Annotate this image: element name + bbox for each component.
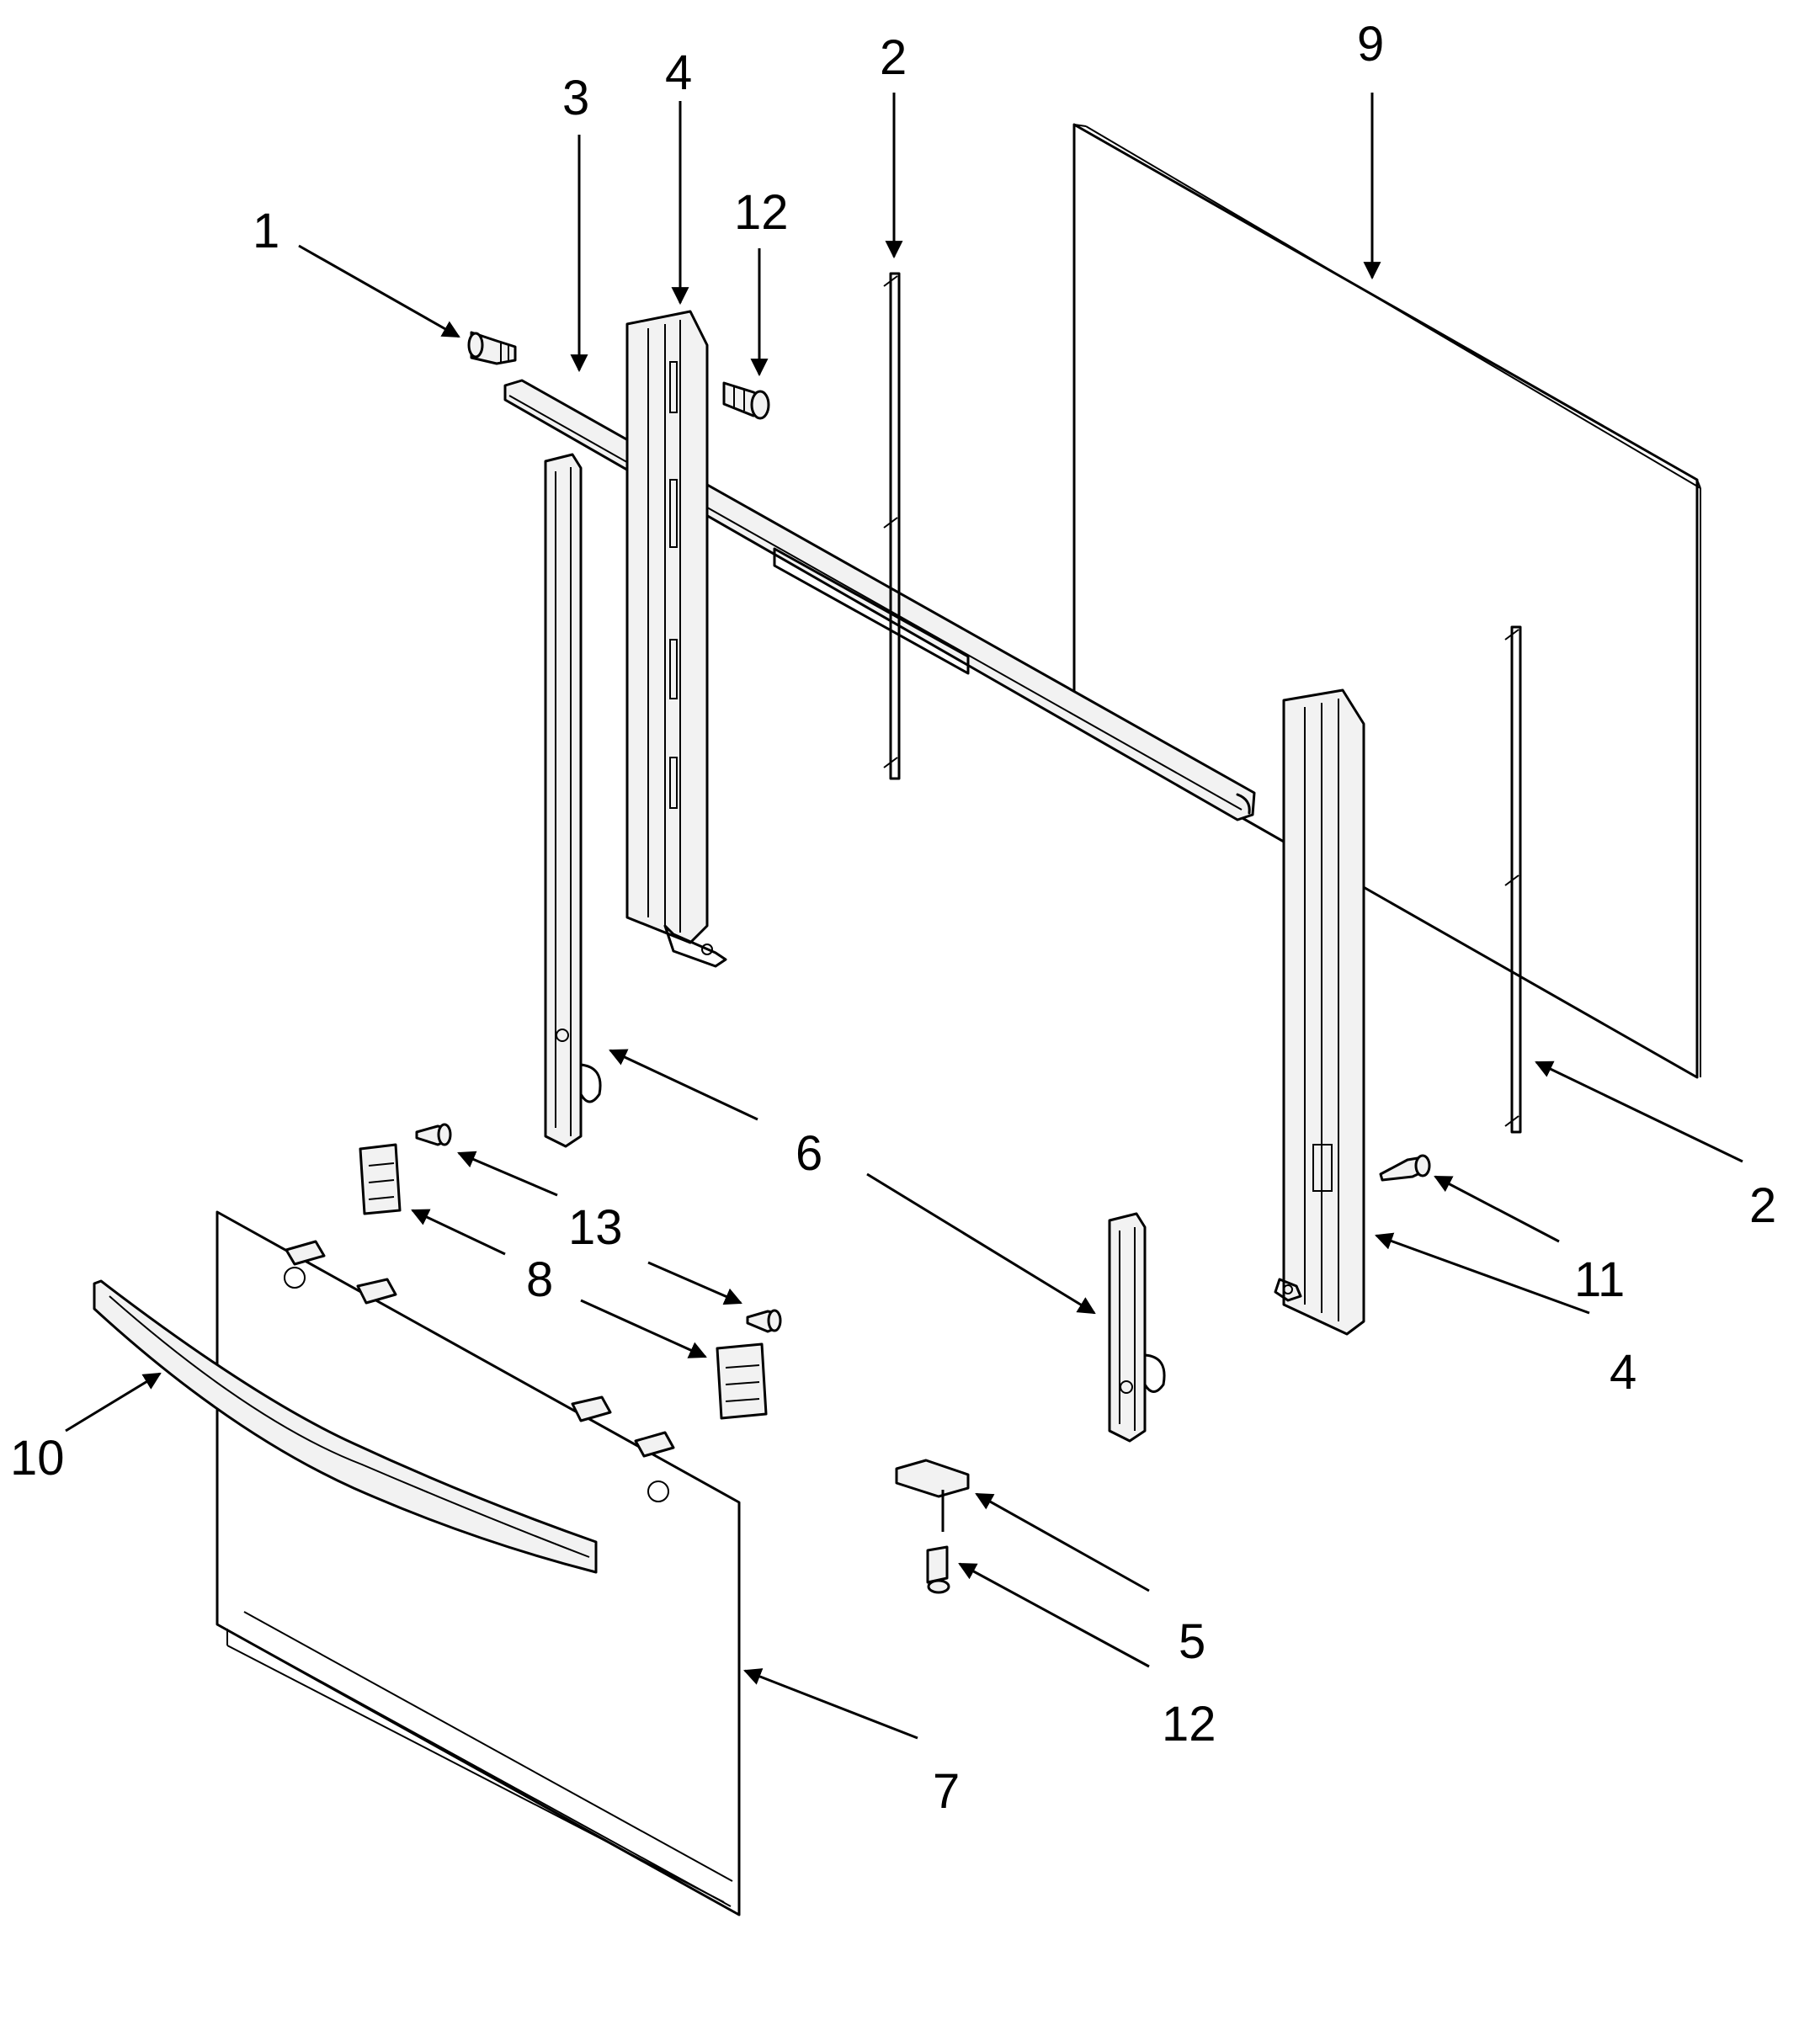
leader-4-right (1375, 1232, 1590, 1315)
leader-1 (298, 244, 460, 338)
leader-13-lower (647, 1261, 742, 1305)
part-6-hinge-right (1108, 1212, 1166, 1443)
leader-12-bottom (958, 1562, 1150, 1668)
leader-8-upper (411, 1209, 506, 1256)
part-2-strip-top (883, 272, 901, 780)
leader-lines (65, 93, 1743, 1740)
part-13-screw-lower (746, 1309, 782, 1333)
leader-13-upper (457, 1151, 558, 1197)
callout-11: 11 (1574, 1252, 1625, 1307)
part-2-strip-right (1504, 625, 1522, 1134)
callout-1: 1 (253, 204, 279, 258)
part-7-door-panel (216, 1210, 741, 1916)
part-4-side-rail-left (625, 310, 727, 968)
callout-9: 9 (1357, 17, 1384, 72)
callout-10: 10 (10, 1431, 65, 1486)
part-11-screw (1379, 1154, 1431, 1182)
part-10-door-handle (93, 1279, 598, 1574)
callout-5: 5 (1179, 1614, 1205, 1669)
part-6-hinge-left (544, 453, 602, 1148)
callout-2-right: 2 (1749, 1178, 1776, 1233)
callout-4-right: 4 (1610, 1345, 1636, 1400)
callout-8: 8 (526, 1252, 553, 1307)
callout-7: 7 (933, 1764, 960, 1819)
part-3-top-trim (503, 379, 1256, 821)
part-12-screw-top (722, 381, 770, 420)
callout-6: 6 (796, 1126, 822, 1181)
leader-8-lower (580, 1299, 707, 1358)
callout-12-bottom: 12 (1162, 1697, 1216, 1752)
part-9-glass-panel (1072, 123, 1701, 1079)
part-12-screw-bottom (926, 1545, 950, 1594)
part-8-receiver-lower (716, 1342, 768, 1420)
part-8-receiver-upper (359, 1143, 402, 1215)
leader-2-right (1535, 1060, 1743, 1163)
callout-4-top: 4 (665, 45, 692, 100)
leader-5 (975, 1492, 1150, 1592)
part-13-screw-upper (415, 1123, 452, 1146)
leader-10 (65, 1372, 162, 1433)
leader-6-left (609, 1049, 758, 1121)
leader-11 (1434, 1175, 1560, 1243)
part-4-side-rail-right (1274, 688, 1365, 1336)
leader-6-right (866, 1172, 1096, 1315)
part-5-clip (895, 1459, 970, 1532)
leader-7 (743, 1668, 918, 1740)
callout-13: 13 (568, 1200, 623, 1255)
part-1-screw (467, 331, 517, 365)
callout-12-top: 12 (734, 185, 789, 240)
callout-3: 3 (562, 71, 589, 125)
callout-labels: 1 3 4 12 2 9 2 6 11 4 13 8 10 5 12 7 (10, 17, 1776, 1819)
callout-2-top: 2 (880, 30, 907, 85)
